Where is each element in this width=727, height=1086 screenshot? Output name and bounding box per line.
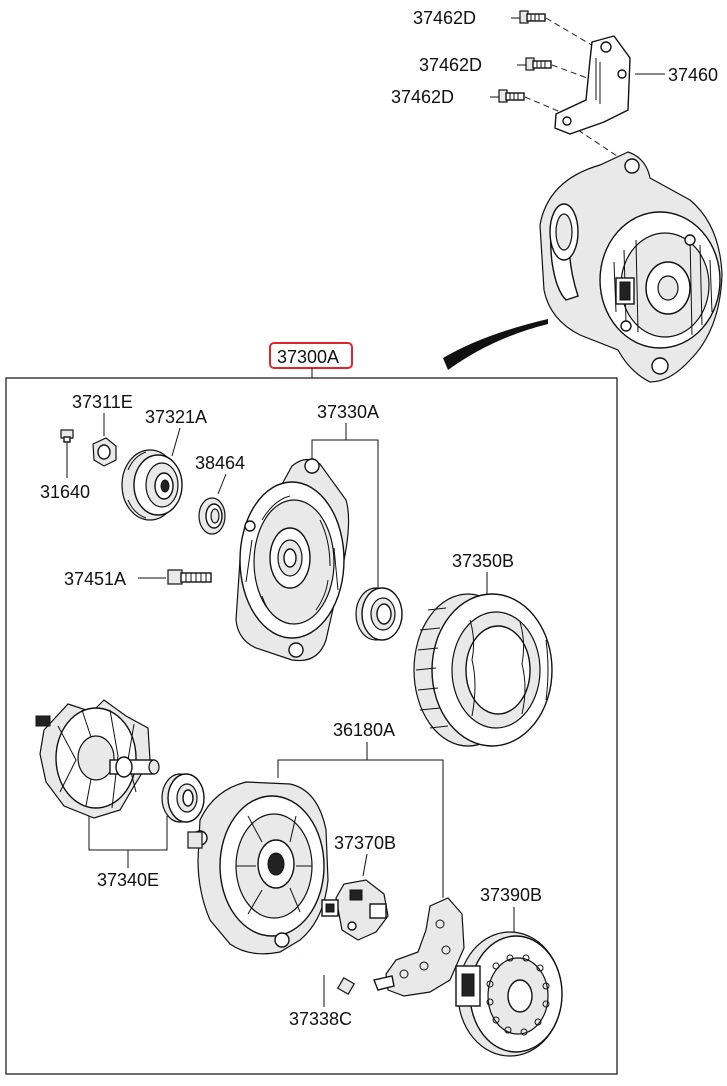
- bolt-icon: [525, 57, 552, 71]
- part-label-37340e[interactable]: 37340E: [97, 870, 159, 890]
- bearing-icon: [355, 587, 403, 641]
- part-label-37462d-3[interactable]: 37462D: [391, 87, 454, 107]
- part-label-37462d-2[interactable]: 37462D: [419, 55, 482, 75]
- nut-icon: [92, 437, 117, 467]
- bearing-icon: [198, 497, 226, 535]
- bolt-icon: [498, 89, 525, 103]
- bolt-icon: [519, 10, 546, 24]
- part-label-37390b[interactable]: 37390B: [480, 885, 542, 905]
- bolt-icon: [297, 956, 356, 996]
- stator-icon: [413, 593, 553, 747]
- part-label-37338c[interactable]: 37338C: [289, 1009, 352, 1029]
- assembly-highlight: [269, 342, 353, 369]
- curved-arrow-icon: [443, 319, 548, 370]
- part-label-37350b[interactable]: 37350B: [452, 551, 514, 571]
- alternator-icon: [539, 151, 723, 383]
- part-label-37451a[interactable]: 37451A: [64, 569, 126, 589]
- part-label-37370b[interactable]: 37370B: [334, 833, 396, 853]
- bearing-icon: [161, 773, 205, 823]
- front-bracket-icon: [235, 458, 350, 662]
- rotor-icon: [35, 699, 160, 819]
- bracket-icon: [554, 35, 631, 135]
- part-label-31640[interactable]: 31640: [40, 482, 90, 502]
- assembly-header: 37300A: [269, 342, 353, 378]
- assembly-box: [5, 377, 618, 1075]
- cover-icon: [455, 931, 563, 1057]
- bracket-group: 37462D 37462D 37462D 37460: [391, 8, 723, 383]
- rear-bracket-icon: [187, 781, 329, 955]
- part-label-37462d-1[interactable]: 37462D: [413, 8, 476, 28]
- part-label-37311e[interactable]: 37311E: [72, 392, 133, 412]
- part-label-37330a[interactable]: 37330A: [317, 402, 379, 422]
- screw-icon: [60, 429, 74, 443]
- part-label-37460[interactable]: 37460: [668, 65, 718, 85]
- part-label-37321a[interactable]: 37321A: [145, 407, 207, 427]
- pulley-icon: [121, 449, 183, 521]
- part-label-36180a[interactable]: 36180A: [333, 720, 395, 740]
- rectifier-icon: [373, 897, 465, 997]
- bolt-icon: [167, 569, 212, 585]
- part-label-38464[interactable]: 38464: [195, 453, 245, 473]
- assembly-label[interactable]: 37300A: [277, 347, 339, 367]
- regulator-icon: [321, 879, 389, 941]
